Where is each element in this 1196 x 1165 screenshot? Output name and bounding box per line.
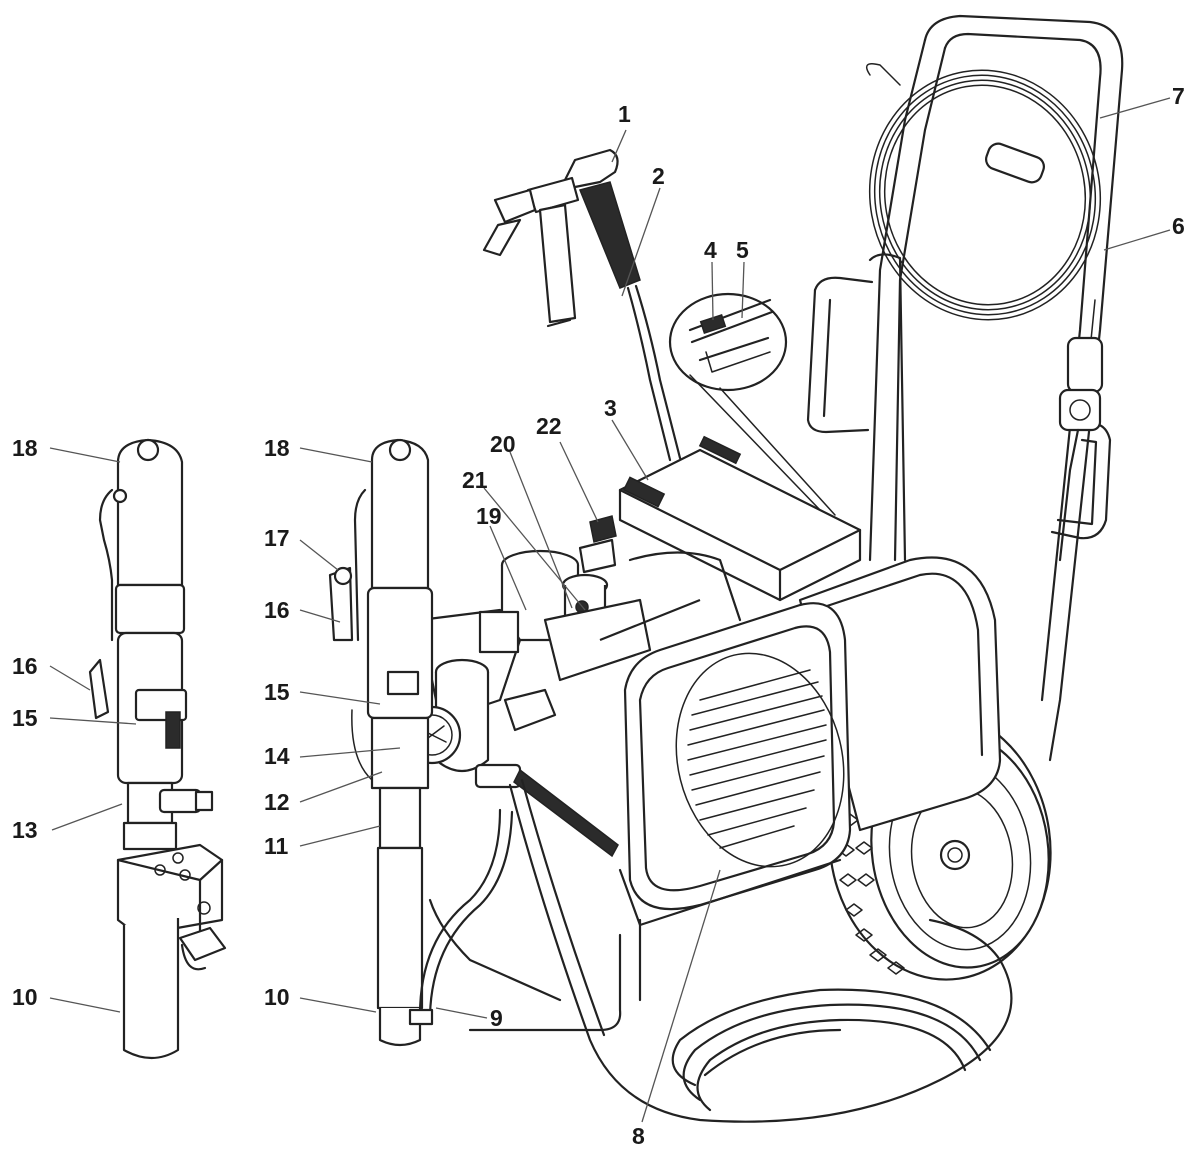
handle-hose-coil [865, 63, 1102, 351]
callout-21: 21 [462, 467, 488, 493]
callout-20: 20 [490, 431, 516, 457]
callout-8: 8 [632, 1123, 645, 1149]
motor-housing [618, 556, 1002, 927]
callout-12: 12 [264, 789, 290, 815]
callout-1: 1 [618, 101, 631, 127]
callout-18-left: 18 [12, 435, 38, 461]
switch-detail-inset [668, 292, 836, 516]
callout-4: 4 [704, 237, 717, 263]
callout-5: 5 [736, 237, 749, 263]
callout-9: 9 [490, 1005, 503, 1031]
callout-18-centre: 18 [264, 435, 290, 461]
callout-16-centre: 16 [264, 597, 290, 623]
callout-6: 6 [1172, 213, 1185, 239]
callout-13: 13 [12, 817, 38, 843]
callout-15-centre: 15 [264, 679, 290, 705]
callout-17: 17 [264, 525, 290, 551]
callout-labels: 1 2 3 4 5 6 7 8 9 10 10 11 12 13 14 15 1… [12, 83, 1185, 1149]
pump-assembly [402, 515, 742, 858]
cart-frame [428, 14, 1124, 1032]
callout-19: 19 [476, 503, 502, 529]
callout-22: 22 [536, 413, 562, 439]
callout-11: 11 [264, 833, 289, 859]
callout-2: 2 [652, 163, 665, 189]
control-box [618, 435, 862, 602]
callout-14: 14 [264, 743, 290, 769]
pump-cylinder-left [88, 438, 227, 1060]
callout-3: 3 [604, 395, 617, 421]
leader-lines [49, 97, 1171, 1123]
callout-16-left: 16 [12, 653, 38, 679]
spray-gun [482, 148, 682, 462]
power-plug [1058, 336, 1104, 562]
fan-grille [687, 669, 827, 849]
pump-cylinder-centre [328, 438, 434, 1047]
callout-10-left: 10 [12, 984, 38, 1010]
callout-7: 7 [1172, 83, 1185, 109]
callout-10-centre: 10 [264, 984, 290, 1010]
callout-15-left: 15 [12, 705, 38, 731]
suction-hose [408, 778, 1013, 1123]
